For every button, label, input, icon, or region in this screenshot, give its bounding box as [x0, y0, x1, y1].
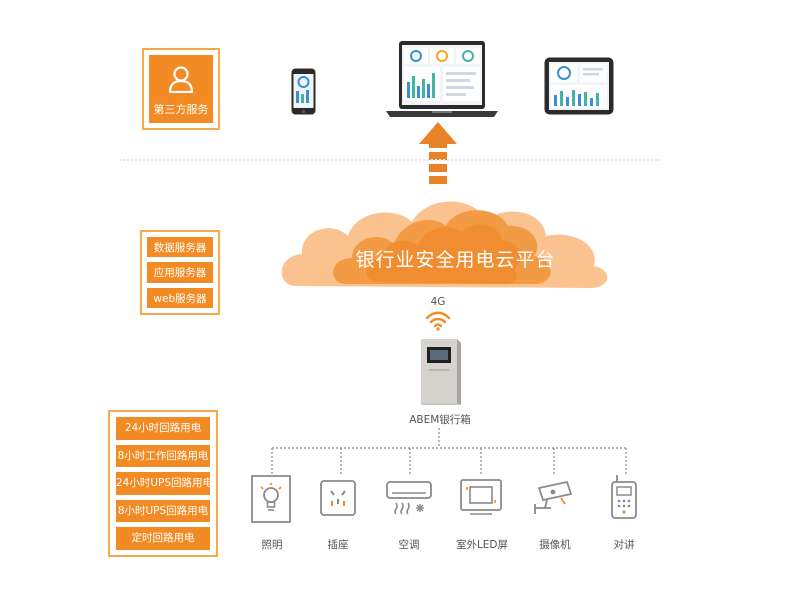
server-item-web[interactable]: web服务器 — [147, 287, 213, 308]
laptop — [386, 40, 498, 118]
load-item-8h-work[interactable]: 8小时工作回路用电 — [116, 444, 210, 468]
cabinet-label: ABEM银行箱 — [409, 414, 471, 426]
loads-frame: 24小时回路用电 8小时工作回路用电 24小时UPS回路用电 8小时UPS回路用… — [108, 410, 218, 557]
led-screen-icon[interactable] — [460, 479, 502, 519]
cloud-shape — [281, 201, 608, 288]
user-icon — [168, 66, 194, 93]
server-item-app[interactable]: 应用服务器 — [147, 262, 213, 283]
endpoint-label-led: 室外LED屏 — [455, 539, 509, 551]
third-party-label: 第三方服务 — [153, 103, 209, 116]
camera-icon[interactable] — [531, 478, 573, 518]
signal-label: 4G — [430, 296, 446, 308]
servers-frame: 数据服务器 应用服务器 web服务器 — [140, 230, 220, 315]
load-item-24h-ups[interactable]: 24小时UPS回路用电 — [116, 472, 210, 495]
upload-arrow-icon — [419, 122, 457, 184]
mobile-phone — [291, 68, 316, 115]
endpoint-label-intercom: 对讲 — [613, 539, 635, 551]
endpoint-label-socket: 插座 — [327, 539, 349, 551]
cloud-platform-title: 银行业安全用电云平台 — [355, 249, 556, 271]
third-party-frame: 第三方服务 — [142, 48, 220, 130]
endpoint-label-light: 照明 — [261, 539, 283, 551]
intercom-icon[interactable] — [610, 474, 638, 520]
light-bulb-icon[interactable] — [251, 475, 291, 523]
server-item-data[interactable]: 数据服务器 — [147, 237, 213, 258]
socket-icon[interactable] — [320, 480, 356, 516]
cabinet-box — [421, 339, 461, 405]
load-item-24h[interactable]: 24小时回路用电 — [116, 417, 210, 440]
third-party-service[interactable]: 第三方服务 — [149, 55, 213, 123]
endpoint-label-ac: 空调 — [398, 539, 420, 551]
load-item-8h-ups[interactable]: 8小时UPS回路用电 — [116, 499, 210, 523]
air-conditioner-icon[interactable] — [386, 481, 432, 515]
connector-tree — [271, 428, 627, 474]
load-item-timer[interactable]: 定时回路用电 — [116, 527, 210, 550]
wifi-icon — [425, 311, 451, 331]
section-divider — [120, 159, 660, 161]
endpoint-label-camera: 摄像机 — [539, 539, 571, 551]
tablet — [544, 57, 614, 115]
